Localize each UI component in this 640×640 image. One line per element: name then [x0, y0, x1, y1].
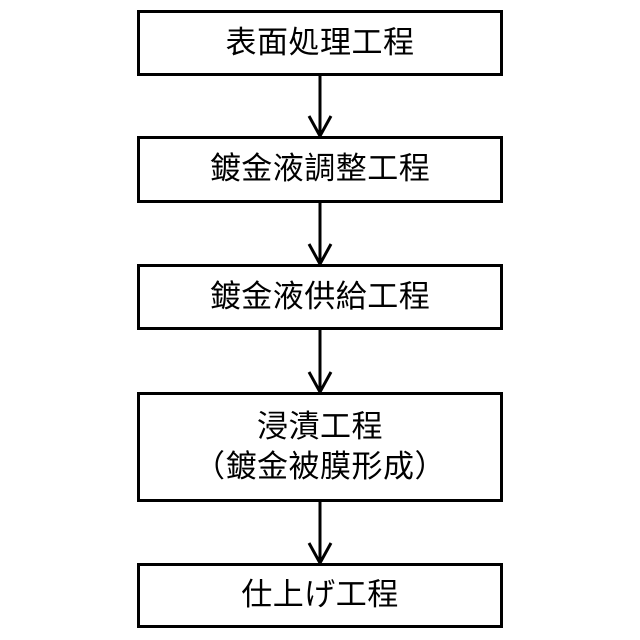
plating-solution-adjustment-step-label: 鍍金液調整工程 — [209, 151, 431, 188]
finishing-step-label: 仕上げ工程 — [241, 577, 399, 614]
surface-treatment-step-label: 表面処理工程 — [225, 24, 415, 61]
arrow-node2-to-node3 — [305, 203, 335, 264]
arrow-node3-to-node4 — [305, 330, 335, 392]
arrow-node4-to-node5 — [305, 502, 335, 563]
immersion-step-label: （鍍金被膜形成） — [194, 449, 446, 485]
immersion-step-label: 浸漬工程 — [257, 408, 383, 445]
plating-solution-supply-step-box[interactable]: 鍍金液供給工程 — [137, 264, 503, 330]
immersion-step-box[interactable]: 浸漬工程 （鍍金被膜形成） — [137, 392, 503, 502]
finishing-step-box[interactable]: 仕上げ工程 — [137, 563, 503, 628]
arrow-node1-to-node2 — [305, 76, 335, 136]
surface-treatment-step-box[interactable]: 表面処理工程 — [137, 10, 503, 76]
plating-solution-supply-step-label: 鍍金液供給工程 — [209, 278, 431, 315]
plating-solution-adjustment-step-box[interactable]: 鍍金液調整工程 — [137, 136, 503, 203]
